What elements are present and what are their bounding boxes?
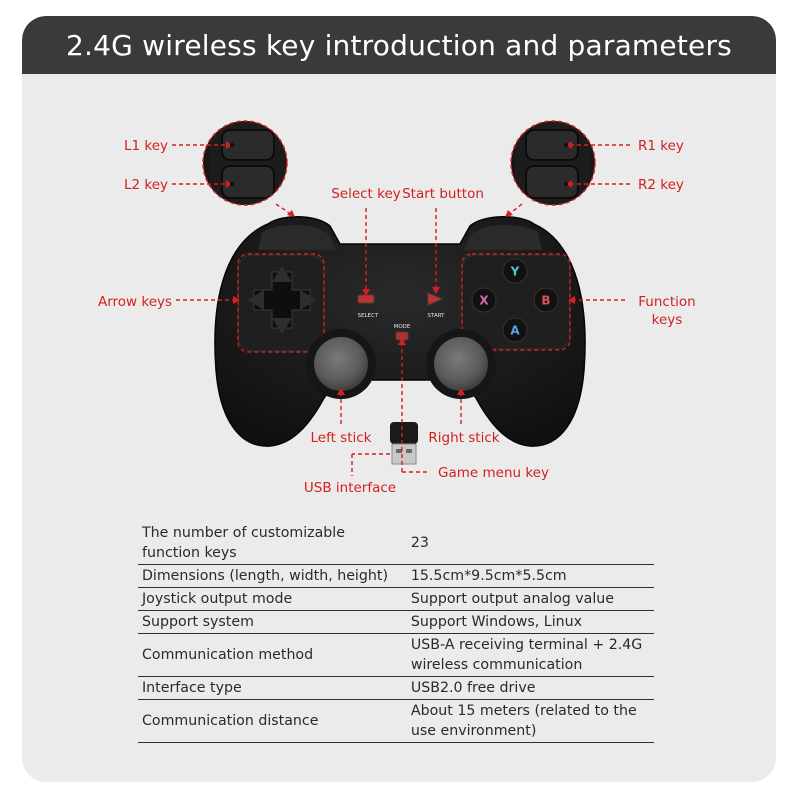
spec-key: Joystick output mode — [138, 587, 407, 611]
table-row: Joystick output mode Support output anal… — [138, 587, 654, 611]
spec-key: Communication distance — [138, 699, 407, 743]
spec-key: The number of customizable function keys — [138, 522, 407, 565]
spec-value: Support Windows, Linux — [406, 610, 654, 634]
l1-key-label: L1 key — [124, 138, 168, 154]
arrow-keys-label: Arrow keys — [98, 294, 172, 310]
svg-text:MODE: MODE — [394, 324, 411, 330]
function-keys[interactable]: Y X B A — [461, 253, 571, 351]
callout-lines — [172, 144, 632, 476]
select-button[interactable]: SELECT — [357, 294, 379, 319]
page-title: 2.4G wireless key introduction and param… — [66, 28, 732, 62]
svg-text:Y: Y — [510, 265, 520, 279]
spec-key: Dimensions (length, width, height) — [138, 564, 407, 588]
l2-key-label: L2 key — [124, 177, 168, 193]
spec-value: 23 — [406, 522, 654, 565]
callout-dots — [229, 142, 569, 187]
spec-table: The number of customizable function keys… — [138, 522, 654, 743]
x-button[interactable]: X — [471, 287, 497, 313]
right-shoulder-zoom — [510, 120, 596, 206]
spec-value: About 15 meters (related to the use envi… — [406, 699, 654, 743]
table-row: Dimensions (length, width, height) 15.5c… — [138, 564, 654, 588]
spec-value: USB-A receiving terminal + 2.4G wireless… — [406, 633, 654, 677]
usb-receiver — [390, 422, 418, 465]
r1-key-label: R1 key — [638, 138, 684, 154]
left-shoulder-zoom — [202, 120, 288, 206]
table-row: The number of customizable function keys… — [138, 522, 654, 565]
usb-interface-label: USB interface — [304, 480, 396, 496]
arrow-keys[interactable] — [237, 253, 325, 353]
left-stick-label: Left stick — [310, 430, 371, 446]
start-button[interactable]: START — [427, 292, 446, 319]
r2-key-label: R2 key — [638, 177, 684, 193]
table-row: Support system Support Windows, Linux — [138, 610, 654, 634]
spec-value: USB2.0 free drive — [406, 676, 654, 700]
right-stick[interactable] — [426, 329, 496, 399]
select-key-label: Select key — [331, 186, 401, 202]
svg-text:START: START — [428, 313, 446, 319]
spec-value: Support output analog value — [406, 587, 654, 611]
left-stick[interactable] — [306, 329, 376, 399]
title-banner: 2.4G wireless key introduction and param… — [22, 16, 776, 74]
callout-arrowheads — [226, 141, 575, 395]
svg-text:A: A — [510, 324, 520, 338]
b-button[interactable]: B — [533, 287, 559, 313]
spec-value: 15.5cm*9.5cm*5.5cm — [406, 564, 654, 588]
spec-key: Interface type — [138, 676, 407, 700]
right-stick-label: Right stick — [428, 430, 499, 446]
svg-text:SELECT: SELECT — [358, 313, 379, 319]
table-row: Interface type USB2.0 free drive — [138, 676, 654, 700]
start-button-label: Start button — [402, 186, 484, 202]
table-row: Communication distance About 15 meters (… — [138, 699, 654, 743]
spec-key: Support system — [138, 610, 407, 634]
y-button[interactable]: Y — [502, 258, 528, 284]
a-button[interactable]: A — [502, 317, 528, 343]
function-keys-label-2: keys — [652, 312, 683, 328]
svg-text:B: B — [541, 294, 550, 308]
table-row: Communication method USB-A receiving ter… — [138, 633, 654, 677]
spec-key: Communication method — [138, 633, 407, 677]
game-menu-key-label: Game menu key — [438, 465, 549, 481]
svg-text:X: X — [479, 294, 489, 308]
function-keys-label-1: Function — [638, 294, 695, 310]
